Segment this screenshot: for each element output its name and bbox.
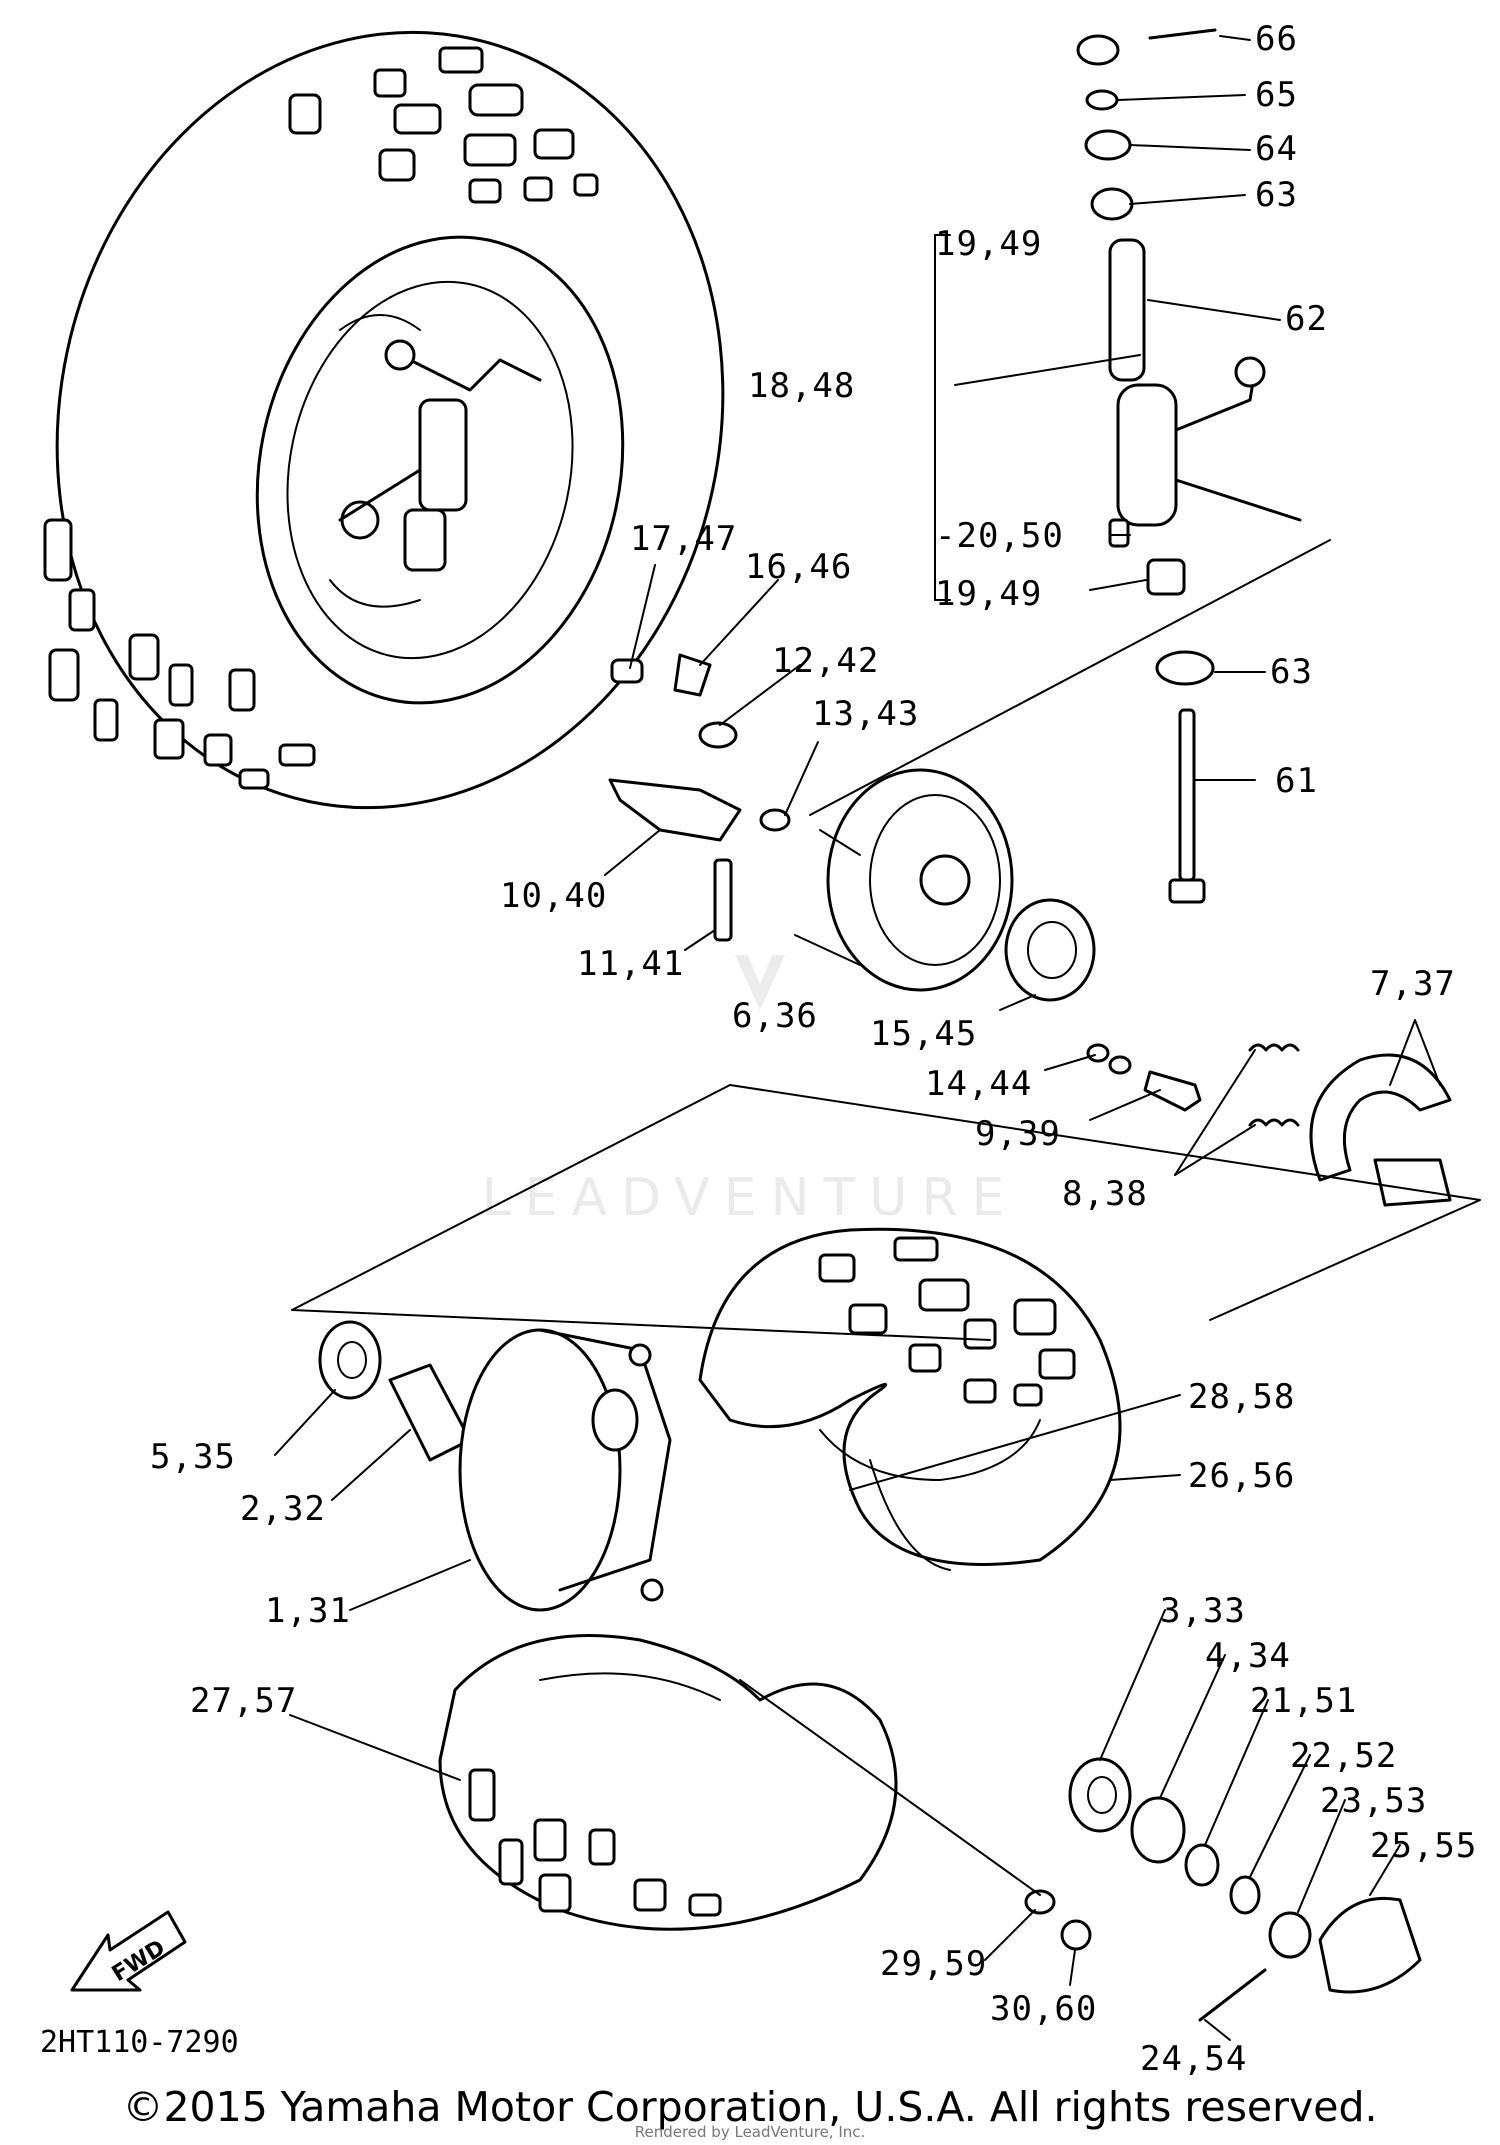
- callout-19-49-lower: 19,49: [935, 574, 1042, 614]
- callout-25-55: 25,55: [1370, 1826, 1477, 1866]
- fwd-arrow-icon: FWD: [70, 1910, 187, 1992]
- callout-28-58: 28,58: [1188, 1377, 1295, 1417]
- assembly-outlines: [291, 234, 1481, 1341]
- copyright-notice: ©2015 Yamaha Motor Corporation, U.S.A. A…: [122, 2083, 1378, 2131]
- callout-61: 61: [1275, 761, 1318, 801]
- callout-62: 62: [1285, 299, 1328, 339]
- callout-21-51: 21,51: [1250, 1681, 1357, 1721]
- callout-10-40: 10,40: [500, 876, 607, 916]
- callout-19-49-upper: 19,49: [935, 224, 1042, 264]
- callout-3-33: 3,33: [1160, 1591, 1246, 1631]
- assembled-wheel-illustration: [43, 30, 725, 810]
- callout-4-34: 4,34: [1205, 1636, 1291, 1676]
- callout-23-53: 23,53: [1320, 1781, 1427, 1821]
- callout-8-38: 8,38: [1062, 1174, 1148, 1214]
- callout-11-41: 11,41: [577, 944, 684, 984]
- callout-7-37: 7,37: [1370, 964, 1456, 1004]
- hub-and-tire-illustration: [318, 1227, 1422, 2022]
- callout-26-56: 26,56: [1188, 1456, 1295, 1496]
- rendered-by-note: Rendered by LeadVenture, Inc.: [634, 2123, 866, 2141]
- callout-65: 65: [1255, 75, 1298, 115]
- callout-15-45: 15,45: [870, 1014, 977, 1054]
- callout-labels: 66 65 64 63 19,49 62 18,48 -20,50 19,49 …: [150, 19, 1477, 2079]
- callout-12-42: 12,42: [772, 641, 879, 681]
- callout-27-57: 27,57: [190, 1681, 297, 1721]
- callout-6-36: 6,36: [732, 996, 818, 1036]
- callout-29-59: 29,59: [880, 1944, 987, 1984]
- callout-22-52: 22,52: [1290, 1736, 1397, 1776]
- callout-2-32: 2,32: [240, 1489, 326, 1529]
- callout-24-54: 24,54: [1140, 2039, 1247, 2079]
- callout-14-44: 14,44: [925, 1064, 1032, 1104]
- callout-17-47: 17,47: [630, 519, 737, 559]
- callout-20-50: -20,50: [935, 516, 1064, 556]
- callout-63-lower: 63: [1270, 652, 1313, 692]
- leadventure-watermark: LEADVENTURE: [482, 955, 1019, 1228]
- watermark-logo: [735, 955, 785, 1010]
- callout-leaders: [274, 35, 1441, 2041]
- callout-30-60: 30,60: [990, 1989, 1097, 2029]
- watermark-text: LEADVENTURE: [482, 1168, 1019, 1228]
- callout-66: 66: [1255, 19, 1298, 59]
- knuckle-assembly-illustration: [1076, 28, 1302, 904]
- callout-13-43: 13,43: [812, 694, 919, 734]
- callout-16-46: 16,46: [745, 547, 852, 587]
- brake-parts-illustration: [608, 653, 1452, 1207]
- diagram-code: 2HT110-7290: [40, 2025, 239, 2060]
- callout-64: 64: [1255, 129, 1298, 169]
- callout-1-31: 1,31: [265, 1591, 351, 1631]
- callout-18-48: 18,48: [748, 366, 855, 406]
- callout-63-upper: 63: [1255, 175, 1298, 215]
- callout-9-39: 9,39: [975, 1114, 1061, 1154]
- callout-5-35: 5,35: [150, 1437, 236, 1477]
